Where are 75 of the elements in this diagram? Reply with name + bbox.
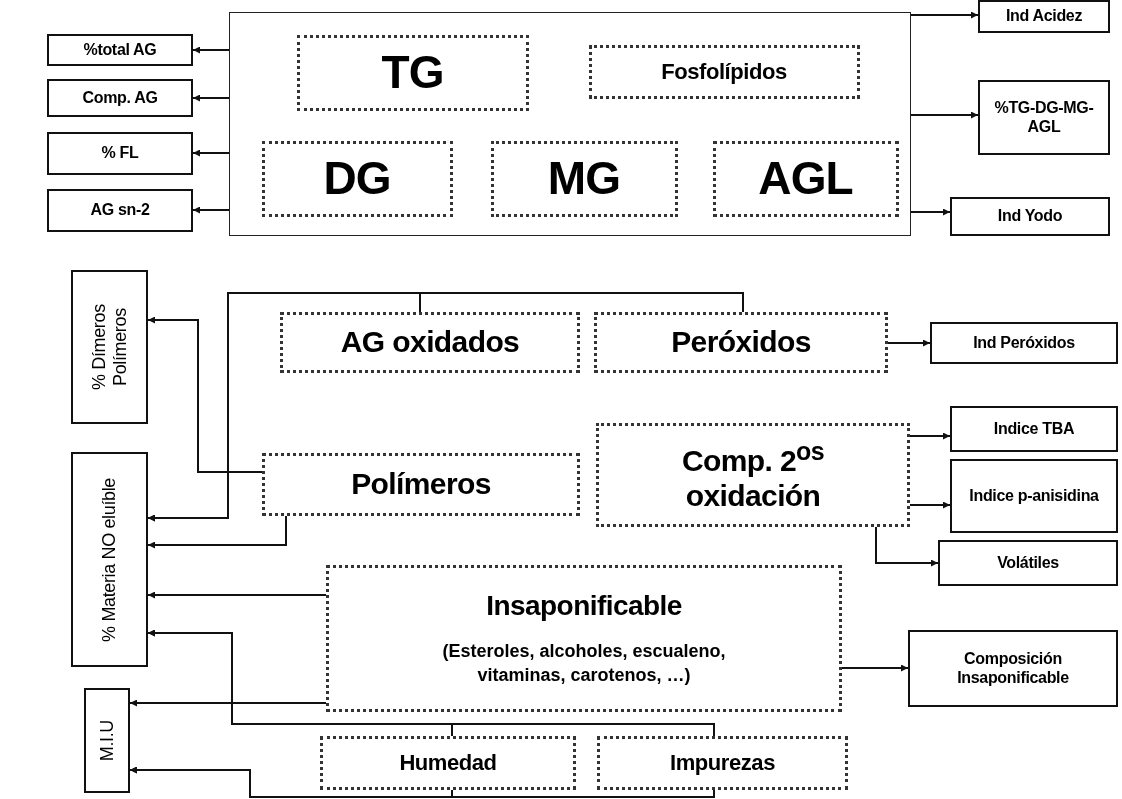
connector-arrow (909, 432, 951, 440)
connector-arrow (875, 526, 939, 567)
composition-panel (229, 12, 911, 236)
box-label: DG (323, 152, 391, 205)
component-box (597, 736, 848, 790)
connector-arrow (147, 292, 744, 522)
result-box (47, 189, 193, 232)
result-box (84, 688, 130, 793)
box-label: Comp. AG (82, 88, 158, 108)
box-label: M.I.U (96, 719, 118, 762)
box-label: Indice TBA (993, 419, 1075, 439)
result-box (950, 197, 1110, 236)
connector-arrow (841, 664, 909, 672)
box-label: Polímeros (351, 467, 491, 502)
box-label: Composición Insaponificable (956, 650, 1070, 687)
box-note: (Esteroles, alcoholes, escualeno, vitaminas, carotenos, …) (441, 640, 727, 687)
component-box (296, 34, 529, 111)
box-label: TG (381, 46, 444, 99)
box-label: % Materia NO eluíble (99, 477, 120, 642)
connector-arrow (910, 11, 979, 19)
result-box (930, 322, 1118, 364)
component-box (588, 44, 860, 99)
connector-arrow (910, 111, 979, 119)
component-box (320, 736, 576, 790)
result-box (47, 132, 193, 175)
result-box (938, 540, 1118, 586)
connector-arrow (192, 206, 230, 214)
component-box (594, 312, 888, 373)
connector-arrow (192, 46, 230, 54)
result-box (47, 79, 193, 117)
box-label: AGL (758, 152, 853, 205)
result-box (47, 34, 193, 66)
box-label: Impurezas (670, 750, 775, 776)
result-box (978, 80, 1110, 155)
component-box (261, 140, 453, 217)
box-label: MG (547, 152, 621, 205)
box-label: Volátiles (997, 553, 1059, 573)
connector-arrow (192, 149, 230, 157)
box-label: % FL (101, 144, 139, 163)
box-label: %total AG (83, 40, 157, 60)
result-box (978, 0, 1110, 33)
component-box (596, 423, 910, 527)
box-label: Indice p-anisidina (969, 486, 1099, 506)
component-box (262, 453, 580, 516)
box-label: Fosfolípidos (661, 58, 787, 85)
connector-arrow (192, 94, 230, 102)
connector-arrow (147, 591, 327, 599)
connector-arrow (147, 515, 287, 549)
connector-arrow (909, 501, 951, 509)
box-label: %TG-DG-MG-AGL (993, 99, 1095, 136)
connector-arrow (887, 339, 931, 347)
box-label: Humedad (399, 750, 497, 776)
component-box (326, 565, 842, 712)
connector-arrow (147, 629, 715, 737)
connector-arrow (129, 766, 715, 798)
result-box (908, 630, 1118, 707)
component-box (490, 140, 678, 217)
box-label: Ind Yodo (997, 207, 1063, 226)
box-label: Insaponificable (486, 590, 682, 623)
box-label: % Dímeros Polímeros (88, 303, 131, 392)
connector-arrow (129, 699, 327, 707)
box-label: Peróxidos (671, 325, 811, 360)
result-box (71, 270, 148, 424)
box-label: Ind Acidez (1005, 7, 1083, 26)
connector-arrow (910, 208, 951, 216)
result-box (71, 452, 148, 667)
box-label: AG oxidados (340, 325, 520, 360)
component-box (712, 140, 899, 217)
result-box (950, 406, 1118, 452)
box-label: Ind Peróxidos (973, 333, 1075, 353)
box-label: Comp. 2$^{os}$ oxidación (680, 437, 826, 513)
result-box (950, 459, 1118, 533)
box-label: AG sn-2 (90, 201, 150, 220)
component-box (280, 312, 580, 373)
connector-arrow (147, 316, 263, 473)
